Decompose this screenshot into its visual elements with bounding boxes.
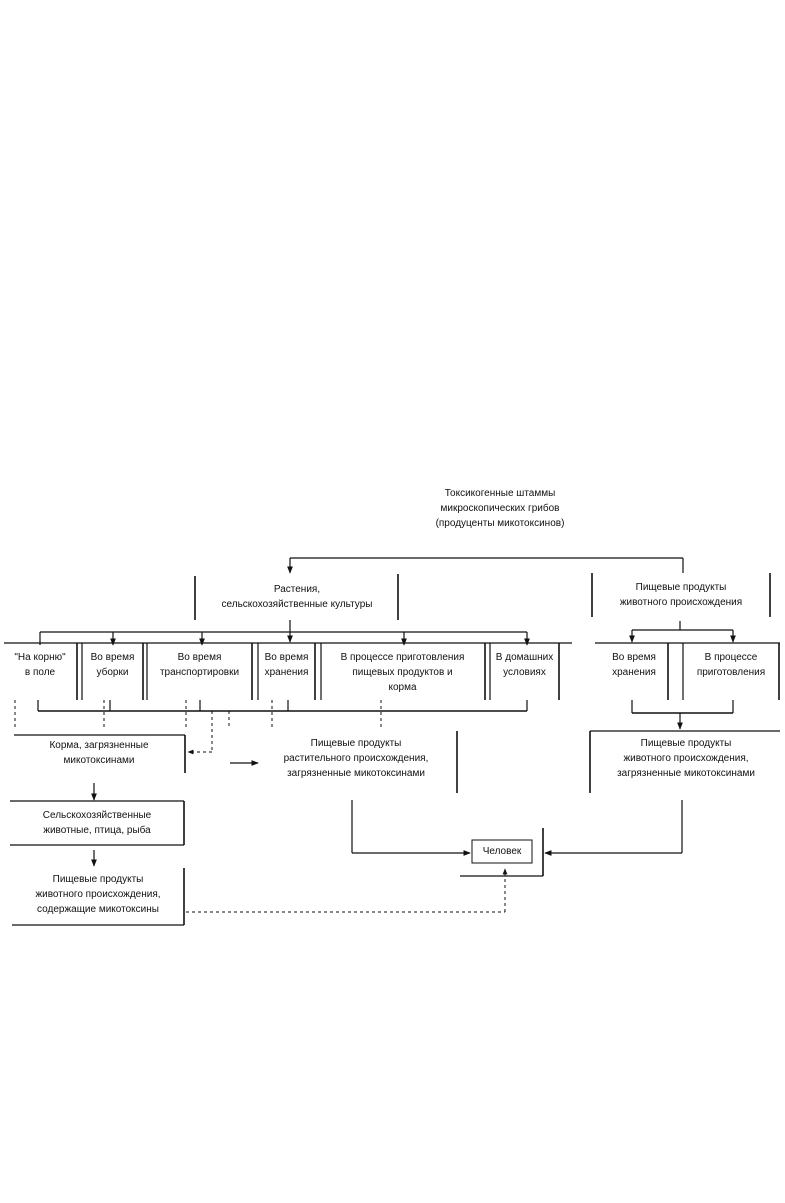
animal-stage-boxes: [595, 642, 780, 700]
animal-food-toxins-node: Пищевые продукты животного происхождения…: [12, 872, 184, 917]
connector-dashed-to-human: [186, 868, 508, 913]
plant-stage-transport-line-1: Во время: [177, 652, 222, 663]
plants-line-1: Растения,: [273, 584, 321, 595]
plant-stage-boxes: [4, 642, 572, 700]
plant-stage-field: "На корню" в поле: [4, 650, 76, 680]
plant-stage-harvest-line-1: Во время: [90, 652, 135, 663]
plant-stage-home: В домашних условиях: [490, 650, 559, 680]
animal-stage-processing: В процессе приготовления: [683, 650, 779, 680]
plant-food-contaminated-line-3: загрязненные микотоксинами: [287, 768, 425, 779]
plant-stage-harvest-line-2: уборки: [96, 667, 129, 678]
plant-stage-field-line-2: в поле: [24, 667, 56, 678]
plant-stage-field-line-1: "На корню": [14, 652, 66, 663]
plant-stage-harvest: Во время уборки: [82, 650, 143, 680]
animal-food-contaminated-line-3: загрязненные микотоксинами: [617, 768, 755, 779]
connector-plant-branch: [39, 620, 530, 646]
plant-stage-storage-line-2: хранения: [264, 667, 309, 678]
plants-line-2: сельскохозяйственные культуры: [221, 599, 373, 610]
human-box: [460, 828, 544, 877]
animal-food-contaminated-node: Пищевые продукты животного происхождения…: [592, 736, 780, 781]
connector-plant-food-to-human: [351, 800, 471, 856]
animal-products-node: Пищевые продукты животного происхождения: [593, 580, 769, 610]
root-line-1: Токсикогенные штаммы: [444, 488, 556, 499]
plant-stage-storage: Во время хранения: [258, 650, 315, 680]
animal-food-toxins-line-1: Пищевые продукты: [52, 874, 144, 885]
farm-animals-node: Сельскохозяйственные животные, птица, ры…: [10, 808, 184, 838]
plants-box-bars: [194, 574, 399, 620]
connector-plant-merge: [37, 700, 528, 712]
plants-node: Растения, сельскохозяйственные культуры: [197, 582, 397, 612]
plant-stage-processing-line-3: корма: [388, 682, 417, 693]
plant-food-contaminated-node: Пищевые продукты растительного происхожд…: [258, 736, 454, 781]
animal-food-contaminated-box: [589, 730, 780, 793]
feed-line-1: Корма, загрязненные: [49, 740, 149, 751]
connector-root-split: [287, 557, 684, 574]
farm-animals-line-1: Сельскохозяйственные: [42, 810, 152, 821]
plant-stage-processing-line-1: В процессе приготовления: [340, 652, 465, 663]
root-line-3: (продуценты микотоксинов): [435, 518, 565, 529]
animal-stage-storage-line-2: хранения: [612, 667, 656, 678]
animal-products-line-2: животного происхождения: [619, 597, 743, 608]
animal-products-box-bars: [591, 573, 771, 617]
plant-stage-processing-line-2: пищевых продуктов и: [352, 667, 453, 678]
root-node-title: Токсикогенные штаммы микроскопических гр…: [400, 486, 600, 531]
plant-stage-transport-line-2: транспортировки: [159, 667, 240, 678]
plant-stage-transport: Во время транспортировки: [147, 650, 252, 680]
animal-food-contaminated-line-2: животного происхождения,: [623, 753, 749, 764]
root-line-2: микроскопических грибов: [440, 503, 560, 514]
animal-stage-processing-line-1: В процессе: [704, 652, 758, 663]
animal-food-toxins-line-2: животного происхождения,: [35, 889, 161, 900]
animal-stage-storage-line-1: Во время: [612, 652, 656, 663]
farm-animals-box: [10, 800, 185, 846]
animal-food-toxins-line-3: содержащие микотоксины: [37, 904, 159, 915]
dashed-drops: [14, 700, 382, 755]
human-node: Человек: [482, 846, 522, 857]
farm-animals-line-2: животные, птица, рыба: [43, 825, 151, 836]
animal-food-toxins-box: [12, 868, 185, 926]
animal-food-contaminated-line-1: Пищевые продукты: [640, 738, 732, 749]
feed-node: Корма, загрязненные микотоксинами: [14, 738, 184, 768]
connector-animal-merge: [631, 700, 734, 730]
plant-food-contaminated-line-1: Пищевые продукты: [310, 738, 402, 749]
plant-stage-home-line-1: В домашних: [495, 652, 554, 663]
plant-stage-home-line-2: условиях: [503, 667, 546, 678]
plant-stage-processing: В процессе приготовления пищевых продукт…: [321, 650, 484, 695]
animal-stage-storage: Во время хранения: [600, 650, 668, 680]
feed-box: [14, 734, 186, 773]
plant-food-contaminated-line-2: растительного происхождения,: [283, 753, 429, 764]
connector-animal-branch: [629, 621, 736, 643]
animal-products-line-1: Пищевые продукты: [635, 582, 727, 593]
plant-stage-storage-line-1: Во время: [264, 652, 309, 663]
feed-line-2: микотоксинами: [63, 755, 135, 766]
animal-stage-processing-line-2: приготовления: [696, 667, 766, 678]
connector-animal-food-to-human: [544, 800, 683, 856]
